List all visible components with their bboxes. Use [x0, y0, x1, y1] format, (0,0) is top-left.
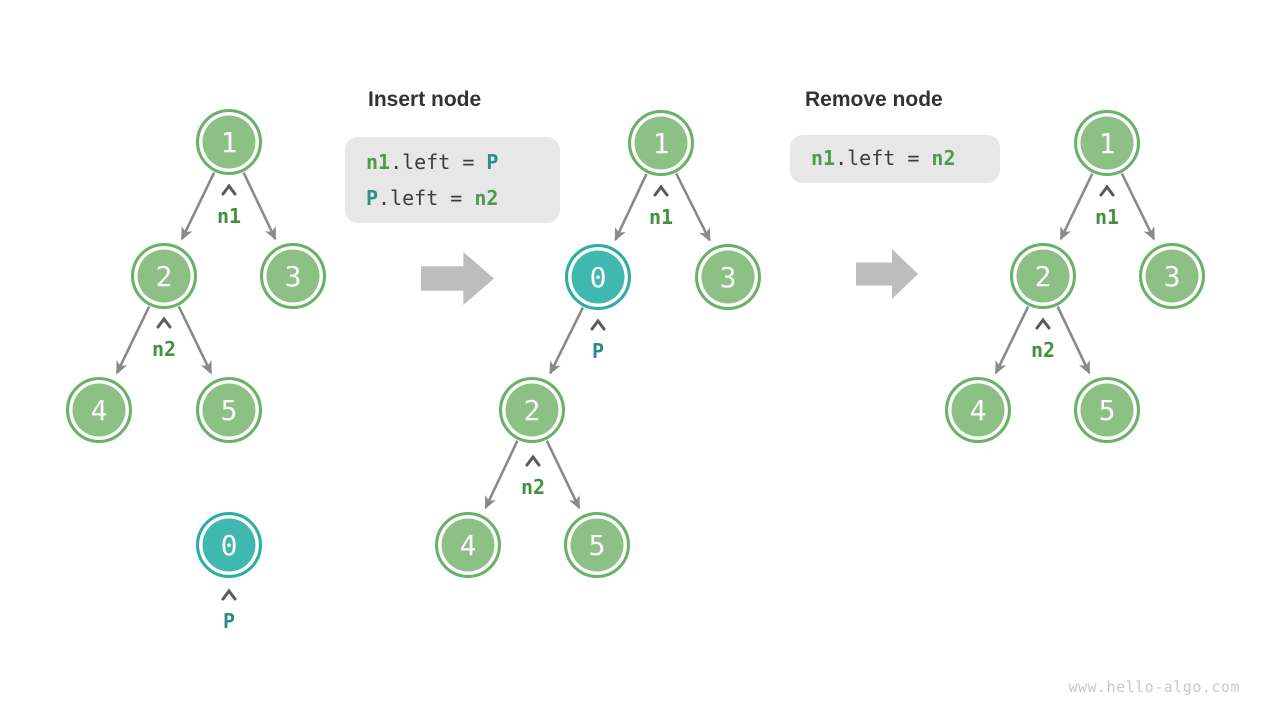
tree-node-1: 1 — [1074, 110, 1140, 176]
watermark: www.hello-algo.com — [1068, 678, 1240, 696]
code-token: n2 — [474, 186, 499, 210]
code-line: P.left = n2 — [366, 180, 560, 216]
tree-node-2: 2 — [131, 243, 197, 309]
code-token: P — [366, 186, 379, 210]
code-token: .left = — [378, 186, 475, 210]
tree-node-2: 2 — [1010, 243, 1076, 309]
tree-node-4: 4 — [66, 377, 132, 443]
caret-up-icon — [1035, 317, 1051, 330]
pointer-label-n1: n1 — [1094, 205, 1120, 229]
remove-node-heading: Remove node — [805, 88, 943, 111]
insert-node-heading: Insert node — [368, 88, 482, 111]
pointer-label-n2: n2 — [151, 337, 177, 361]
tree-edge — [180, 172, 216, 241]
tree-node-3: 3 — [260, 243, 326, 309]
transition-arrow-icon — [421, 252, 494, 305]
pointer-label-n1: n1 — [648, 205, 674, 229]
tree-edge — [484, 440, 519, 510]
tree-edge — [614, 173, 648, 242]
code-token: n1 — [366, 150, 391, 174]
tree-edge — [549, 306, 585, 375]
pointer-label-n1: n1 — [216, 204, 242, 228]
caret-up-icon — [221, 588, 237, 601]
tree-node-5: 5 — [196, 377, 262, 443]
tree-edge — [994, 306, 1030, 375]
code-line: n1.left = P — [366, 144, 560, 180]
tree-node-5: 5 — [1074, 377, 1140, 443]
tree-edge — [242, 172, 277, 241]
remove-code-block: n1.left = n2 — [790, 135, 1000, 183]
tree-edge — [1059, 173, 1094, 241]
tree-edge — [115, 306, 151, 375]
tree-edge — [1056, 306, 1091, 375]
caret-up-icon — [221, 183, 237, 196]
tree-node-3: 3 — [1139, 243, 1205, 309]
tree-edge — [1120, 172, 1156, 241]
pointer-label-P: P — [222, 609, 236, 633]
caret-up-icon — [1099, 184, 1115, 197]
pointer-label-P: P — [591, 339, 605, 363]
tree-node-2: 2 — [499, 377, 565, 443]
tree-node-0: 0 — [565, 244, 631, 310]
code-token: n2 — [931, 146, 956, 170]
transition-arrow-icon — [856, 249, 918, 299]
tree-node-1: 1 — [628, 110, 694, 176]
code-line: n1.left = n2 — [811, 142, 1000, 175]
code-token: .left = — [390, 150, 487, 174]
caret-up-icon — [525, 454, 541, 467]
code-token: P — [486, 150, 499, 174]
pointer-label-n2: n2 — [1030, 338, 1056, 362]
tree-node-1: 1 — [196, 109, 262, 175]
caret-up-icon — [156, 316, 172, 329]
tree-edge — [177, 306, 213, 375]
tree-node-0: 0 — [196, 512, 262, 578]
caret-up-icon — [590, 318, 606, 331]
pointer-label-n2: n2 — [520, 475, 546, 499]
tree-node-4: 4 — [435, 512, 501, 578]
tree-edge — [675, 172, 711, 242]
code-token: n1 — [811, 146, 836, 170]
tree-node-4: 4 — [945, 377, 1011, 443]
caret-up-icon — [653, 184, 669, 197]
tree-node-5: 5 — [564, 512, 630, 578]
code-token: .left = — [835, 146, 932, 170]
tree-edge — [545, 440, 581, 510]
tree-node-3: 3 — [695, 244, 761, 310]
